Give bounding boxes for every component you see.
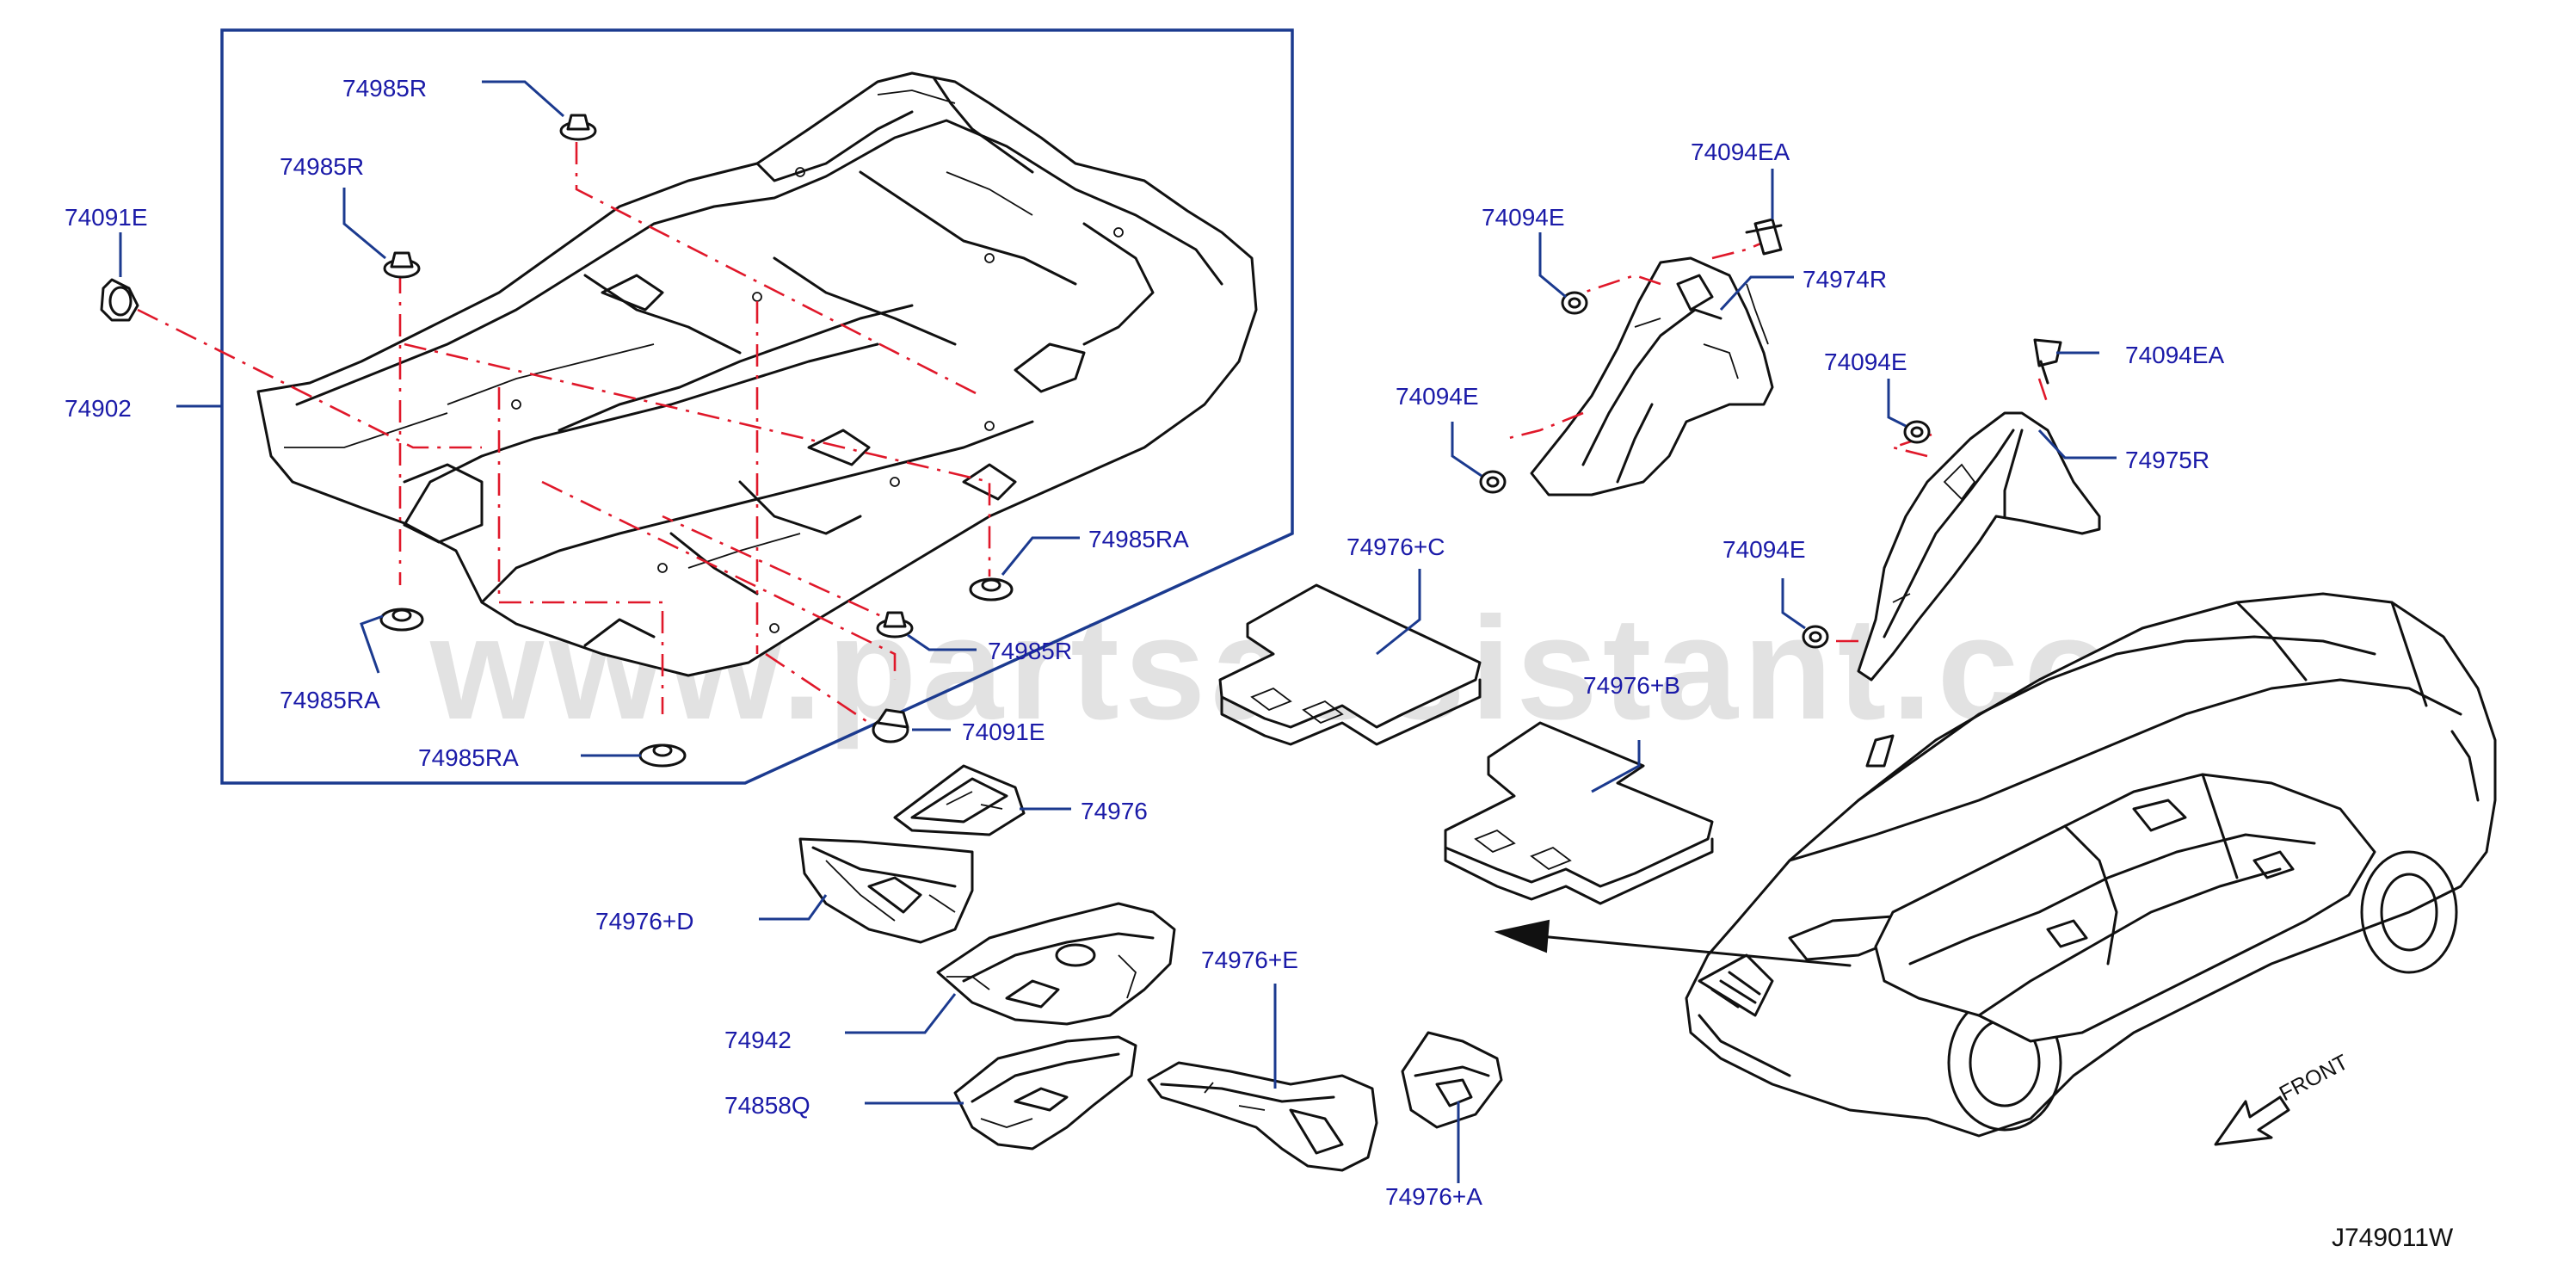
clip-74985ra-left <box>379 608 424 632</box>
clip-74094e-lower <box>1479 470 1507 494</box>
vehicle-illustration <box>1685 592 2497 1138</box>
insulator-74976-a <box>1401 1031 1503 1129</box>
assembly-lines-main <box>137 142 991 725</box>
insulator-74976 <box>893 764 1026 836</box>
callout-74902: 74902 <box>65 395 132 422</box>
callout-74976: 74976 <box>1081 798 1148 824</box>
callout-74094e-lower: 74094E <box>1396 383 1479 410</box>
callout-74985ra-left: 74985RA <box>280 687 380 713</box>
callout-74976-d: 74976+D <box>595 908 693 935</box>
callout-74091e-mid: 74091E <box>962 719 1045 745</box>
front-arrow-icon <box>2214 1095 2290 1146</box>
floor-carpet-74902 <box>256 71 1258 677</box>
clip-74985ra-bottom <box>638 743 687 768</box>
insulator-74942 <box>936 902 1176 1026</box>
callout-74091e-left: 74091E <box>65 204 148 231</box>
front-label: FRONT <box>2276 1050 2352 1106</box>
clip-74094e-bottom <box>1802 625 1829 649</box>
callout-74974r: 74974R <box>1803 266 1887 293</box>
clip-74985r-top <box>559 114 597 141</box>
callout-74985r-left: 74985R <box>280 153 364 180</box>
clip-74091e-left <box>100 278 139 322</box>
callout-labels: 74985R 74985R 74091E 74902 74985RA 74985… <box>65 75 2225 1210</box>
diagram-code: J749011W <box>2332 1224 2454 1252</box>
group-frame <box>220 28 1294 785</box>
trim-74975r <box>1857 411 2101 682</box>
clip-74094e-upper <box>1561 291 1588 315</box>
callout-74975r: 74975R <box>2125 447 2209 473</box>
insulator-74858q <box>953 1035 1137 1151</box>
clip-74094e-right <box>1903 420 1931 444</box>
clip-74094ea-right <box>2033 338 2062 385</box>
callout-74976-b: 74976+B <box>1583 672 1680 699</box>
callout-74094e-bottom: 74094E <box>1722 536 1806 563</box>
callout-74976-c: 74976+C <box>1347 534 1445 560</box>
callout-74942: 74942 <box>724 1027 792 1053</box>
callout-74976-a: 74976+A <box>1385 1183 1482 1210</box>
callout-74094e-right: 74094E <box>1824 349 1907 375</box>
trim-74974r <box>1530 256 1774 497</box>
leader-lines <box>119 80 2117 1183</box>
callout-74094e-upper: 74094E <box>1482 204 1565 231</box>
floor-mat-74976-b <box>1444 721 1714 905</box>
clip-74094ea-upper <box>1745 218 1783 256</box>
callout-74985r-mid: 74985R <box>988 638 1072 664</box>
insulator-74976-d <box>798 837 974 944</box>
clip-74985r-mid <box>876 611 914 638</box>
clip-74091e-mid <box>872 708 909 743</box>
clip-74985r-left <box>383 251 421 279</box>
clip-74985ra-right <box>969 577 1014 601</box>
callout-74976-e: 74976+E <box>1201 947 1298 973</box>
floor-mat-74976-c <box>1218 583 1482 746</box>
callout-74985ra-right: 74985RA <box>1088 526 1189 552</box>
insulator-74976-e <box>1147 1061 1378 1172</box>
callout-74985ra-bottom: 74985RA <box>418 744 519 771</box>
callout-74094ea-right: 74094EA <box>2125 342 2225 368</box>
callout-74094ea-upper: 74094EA <box>1691 139 1790 165</box>
callout-74858q: 74858Q <box>724 1092 810 1119</box>
reference-arrow <box>1494 919 1852 967</box>
callout-74985r-top: 74985R <box>342 75 427 102</box>
